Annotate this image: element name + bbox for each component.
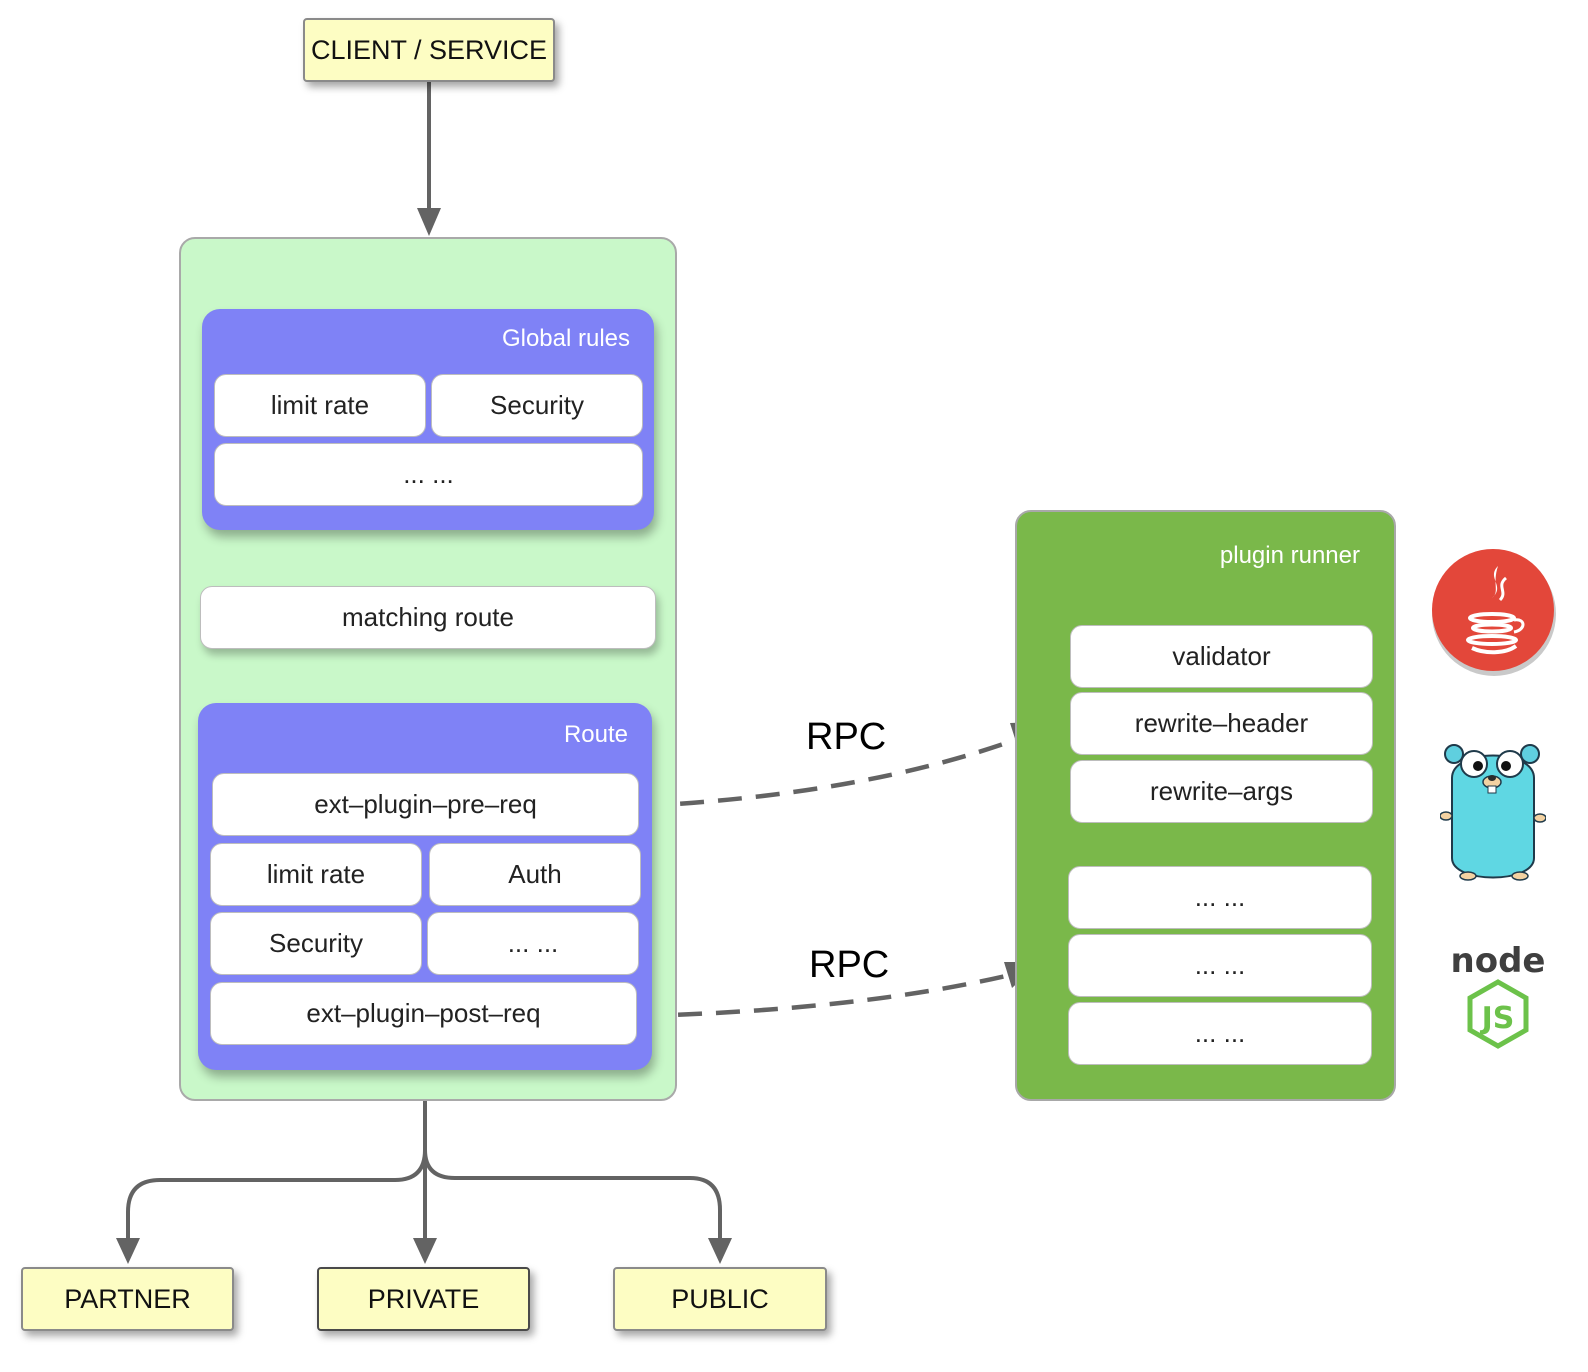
route-plugin-security-label: Security (269, 928, 363, 958)
destination-public-label: PUBLIC (671, 1283, 769, 1314)
client-to-gateway-arrow (417, 82, 441, 236)
runner-plugin-more-1-label: ... ... (1194, 882, 1246, 912)
partner-arrowhead (116, 1238, 140, 1264)
global-rule-more-label: ... ... (403, 459, 454, 489)
plugin-runner-title: plugin runner (1219, 542, 1360, 569)
global-rule-more: ... ... (214, 443, 643, 506)
global-rule-security-label: Security (490, 390, 584, 420)
matching-route-box: matching route (200, 586, 656, 649)
ext-plugin-post-req-box: ext–plugin–post–req (210, 982, 637, 1045)
destination-public-box: PUBLIC (613, 1267, 827, 1331)
client-service-label: CLIENT / SERVICE (310, 34, 548, 65)
destination-partner-label: PARTNER (64, 1283, 191, 1314)
runner-plugin-more-1: ... ... (1068, 866, 1372, 929)
route-plugin-auth-label: Auth (508, 859, 562, 889)
runner-plugin-more-3: ... ... (1068, 1002, 1372, 1065)
java-logo-icon (1432, 549, 1556, 676)
global-rule-limit-rate-label: limit rate (270, 390, 370, 420)
rpc-post-req-arrow (639, 972, 1011, 1019)
route-plugin-more: ... ... (427, 912, 639, 975)
runner-plugin-more-3-label: ... ... (1194, 1018, 1246, 1048)
ext-plugin-pre-req-label: ext–plugin–pre–req (314, 789, 537, 819)
destination-partner-box: PARTNER (21, 1267, 234, 1331)
route-plugin-limit-rate: limit rate (210, 843, 422, 906)
go-gopher-icon (1440, 744, 1546, 881)
runner-plugin-more-2: ... ... (1068, 934, 1372, 997)
route-plugin-security: Security (210, 912, 422, 975)
nodejs-logo-icon: node JS (1451, 941, 1546, 1049)
runner-plugin-more-2-label: ... ... (1194, 950, 1246, 980)
destination-private-box: PRIVATE (317, 1267, 530, 1331)
runner-plugin-validator: validator (1070, 625, 1373, 688)
runner-plugin-validator-label: validator (1172, 641, 1271, 671)
svg-text:JS: JS (1480, 1001, 1515, 1036)
matching-route-label: matching route (342, 602, 514, 632)
rpc-pre-label: RPC (806, 716, 887, 758)
runner-plugin-rewrite-args-label: rewrite–args (1149, 776, 1294, 806)
route-title: Route (563, 721, 628, 748)
runner-plugin-rewrite-args: rewrite–args (1070, 760, 1373, 823)
global-rule-security: Security (431, 374, 643, 437)
route-plugin-more-label: ... ... (507, 928, 559, 958)
runner-plugin-rewrite-header: rewrite–header (1070, 692, 1373, 755)
route-plugin-limit-rate-label: limit rate (266, 859, 366, 889)
rpc-pre-req-arrow (641, 737, 1016, 809)
gateway-to-destinations-arrows (126, 1101, 722, 1240)
destination-private-label: PRIVATE (367, 1283, 480, 1314)
ext-plugin-pre-req-box: ext–plugin–pre–req (212, 773, 639, 836)
route-plugin-auth: Auth (429, 843, 641, 906)
global-rule-limit-rate: limit rate (214, 374, 426, 437)
rpc-post-label: RPC (809, 944, 890, 986)
public-arrowhead (708, 1238, 732, 1264)
nodejs-wordmark: node (1451, 941, 1546, 981)
private-arrowhead (413, 1238, 437, 1264)
runner-plugin-rewrite-header-label: rewrite–header (1134, 708, 1309, 738)
ext-plugin-post-req-label: ext–plugin–post–req (306, 998, 541, 1028)
client-service-box: CLIENT / SERVICE (303, 18, 555, 82)
global-rules-title: Global rules (501, 325, 630, 352)
